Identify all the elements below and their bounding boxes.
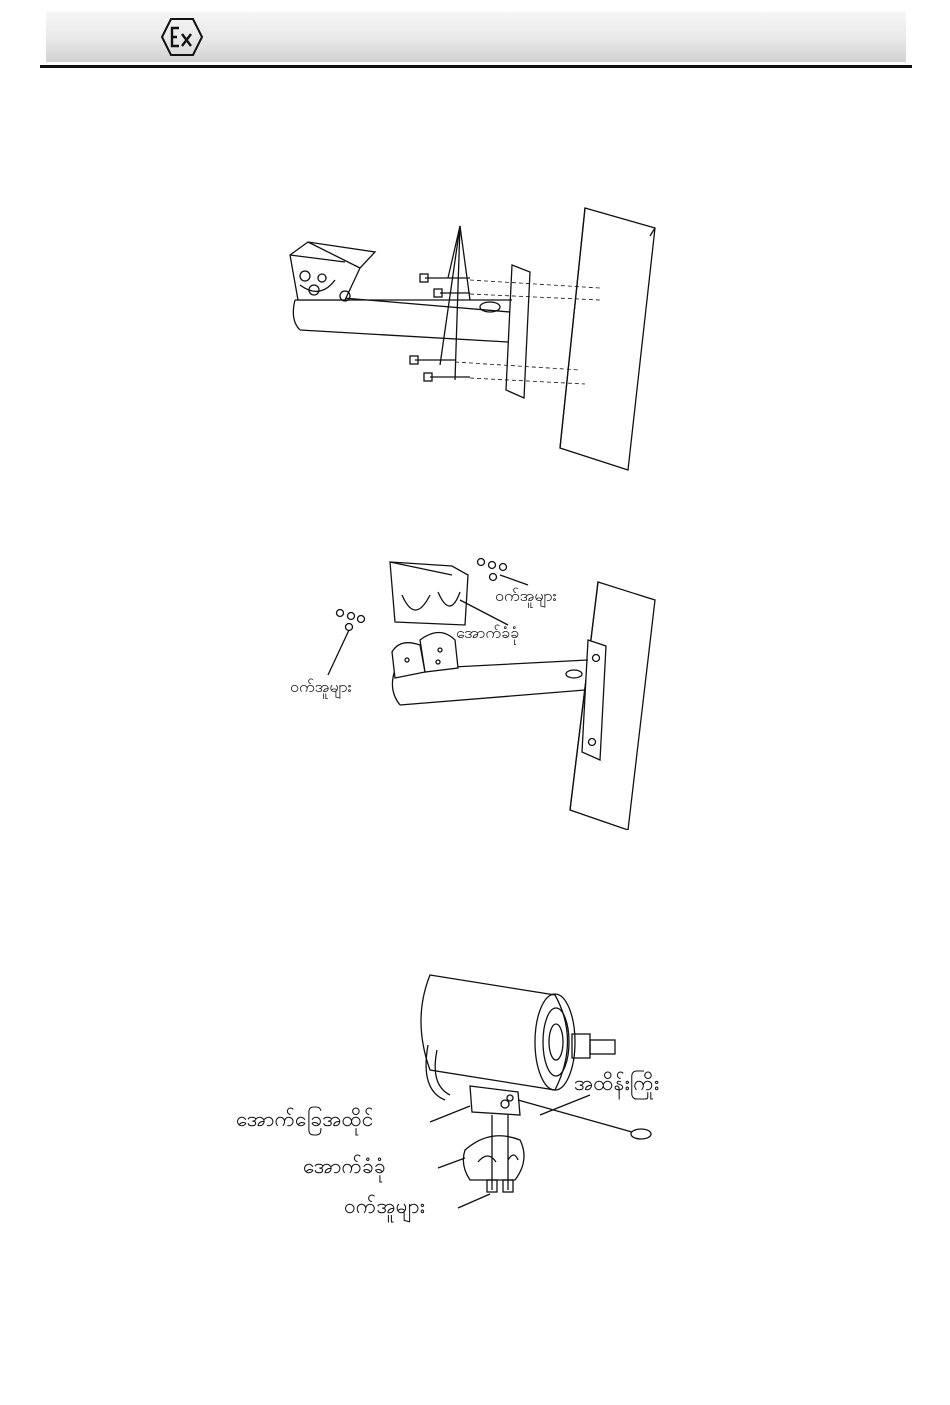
label-nuts-left: ဝက်အူများ: [290, 676, 352, 700]
label-nuts-3: ဝက်အူများ: [344, 1193, 425, 1224]
label-base-plate: အောက်ခြေအထိုင်: [236, 1106, 373, 1137]
label-bracket-3: အောက်ခံခုံ: [303, 1153, 386, 1184]
label-nuts-right: ဝက်အူများ: [495, 585, 557, 609]
ex-hexagon-icon: [160, 17, 204, 57]
header-rule: [40, 65, 912, 68]
label-bracket: အောက်ခံခုံ: [456, 622, 519, 646]
figure-bracket-exploded: [0, 540, 950, 830]
label-rope: အထိန်းကြိုး: [574, 1070, 659, 1101]
figure-camera-attach: [0, 965, 950, 1225]
figure-wall-mount: [0, 200, 950, 480]
